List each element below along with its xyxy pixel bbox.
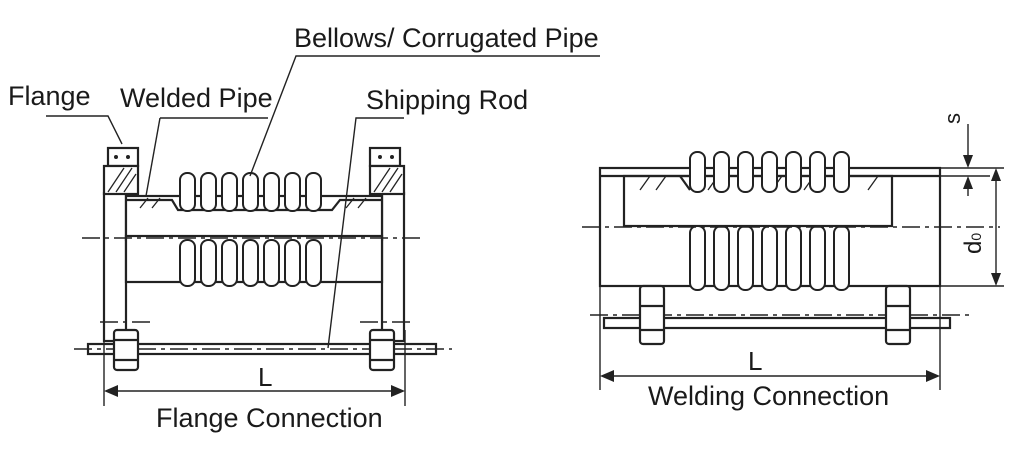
- right-lower-bellows: [689, 225, 850, 291]
- bellows-leader: [249, 55, 600, 177]
- shipping-rod-leader: [327, 117, 404, 349]
- d-subscript: 0: [968, 232, 984, 241]
- upper-bellows-convolutions: [179, 172, 322, 212]
- left-length-symbol: L: [258, 362, 273, 392]
- right-length-symbol: L: [748, 346, 763, 376]
- bellows-label: Bellows/ Corrugated Pipe: [294, 23, 599, 53]
- left-length-dimension: [103, 330, 406, 406]
- s-dimension: [940, 124, 1004, 196]
- welding-connection-caption: Welding Connection: [648, 381, 890, 411]
- welded-pipe-label: Welded Pipe: [120, 83, 273, 113]
- d0-dimension: [940, 168, 1004, 287]
- d0-symbol: d0: [960, 232, 987, 254]
- flange-connection-drawing: [46, 55, 600, 406]
- shipping-rod-label: Shipping Rod: [366, 85, 529, 115]
- left-flange: [102, 146, 140, 343]
- right-upper-bellows: [689, 151, 850, 193]
- flange-leader: [46, 115, 123, 145]
- welding-connection-drawing: [582, 124, 1004, 390]
- s-symbol: s: [940, 113, 965, 124]
- shipping-rod: [74, 328, 452, 372]
- lower-bellows-convolutions: [179, 239, 322, 287]
- flange-label: Flange: [8, 81, 91, 111]
- right-length-dimension: [599, 286, 941, 390]
- flange-connection-caption: Flange Connection: [156, 403, 383, 433]
- d-symbol: d: [960, 240, 987, 254]
- right-shipping-rod: [602, 284, 952, 346]
- welded-pipe-leader: [145, 117, 161, 197]
- right-flange: [368, 146, 406, 343]
